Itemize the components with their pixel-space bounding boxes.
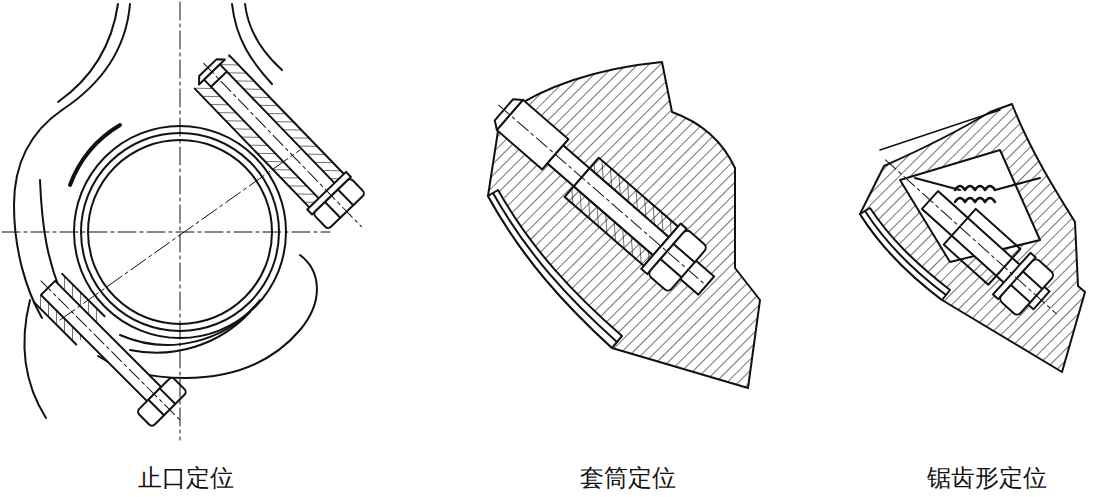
figure-caption: 套筒定位 <box>580 464 676 492</box>
serration-locating-drawing <box>860 104 1085 372</box>
figure-caption: 止口定位 <box>138 464 234 492</box>
spigot-locating-drawing <box>2 2 381 440</box>
sleeve-locating-drawing <box>479 62 760 388</box>
figure-caption: 锯齿形定位 <box>927 464 1047 492</box>
